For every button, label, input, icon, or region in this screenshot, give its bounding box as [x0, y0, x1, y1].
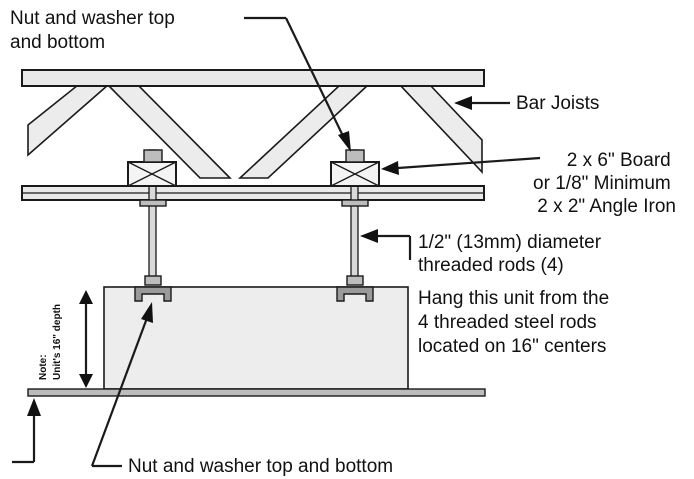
top-washer-right [341, 199, 369, 207]
rods-label: 1/2" (13mm) diameter threaded rods (4) [418, 232, 606, 276]
leader-board [381, 156, 541, 175]
board-right [330, 161, 380, 187]
top-washer-left [139, 199, 167, 207]
depth-note-title: Note: [38, 354, 49, 380]
unit-nut-right [346, 275, 364, 286]
board-label-line: 2 x 6" Board [567, 150, 671, 171]
top-nut-left [143, 149, 163, 163]
depth-note-text: Unit's 16" depth [52, 304, 63, 380]
leader-rods [360, 229, 412, 260]
hang-instruction-line: Hang this unit from the [418, 288, 609, 309]
rods-label-line: 1/2" (13mm) diameter [418, 232, 602, 253]
ceiling [27, 388, 486, 397]
top-nut-washer-label: Nut and washer top and bottom [10, 8, 180, 53]
bottom-nut-washer-label: Nut and washer top and bottom [128, 456, 393, 477]
joist-top-chord [21, 69, 485, 87]
top-nut-washer-line: Nut and washer top [10, 8, 175, 29]
depth-note: Note: Unit's 16" depth [38, 304, 63, 380]
ventilation-unit [103, 286, 409, 390]
leader-bottom-nut [90, 302, 153, 468]
mounting-clamp-right [336, 286, 374, 302]
leader-ceiling [12, 398, 41, 464]
leader-top-nut [244, 16, 351, 152]
top-nut-right [345, 149, 365, 163]
rods-label-line: threaded rods (4) [418, 255, 564, 276]
bar-joists-label: Bar Joists [516, 93, 599, 114]
hang-instruction-label: Hang this unit from the 4 threaded steel… [418, 288, 614, 357]
top-nut-washer-line: and bottom [10, 32, 105, 53]
hang-instruction-line: 4 threaded steel rods [418, 312, 597, 333]
depth-dimension-arrow [79, 290, 93, 388]
mounting-clamp-left [134, 286, 172, 302]
joist-web [27, 84, 111, 157]
board-label-line: or 1/8" Minimum [533, 173, 671, 194]
board-left [127, 161, 177, 187]
leader-bar-joists [454, 96, 510, 110]
bar-joist [21, 69, 485, 201]
unit-nut-left [144, 275, 162, 286]
board-label: 2 x 6" Board or 1/8" Minimum 2 x 2" Angl… [533, 150, 676, 217]
hang-instruction-line: located on 16" centers [418, 336, 606, 357]
board-label-line: 2 x 2" Angle Iron [537, 196, 676, 217]
